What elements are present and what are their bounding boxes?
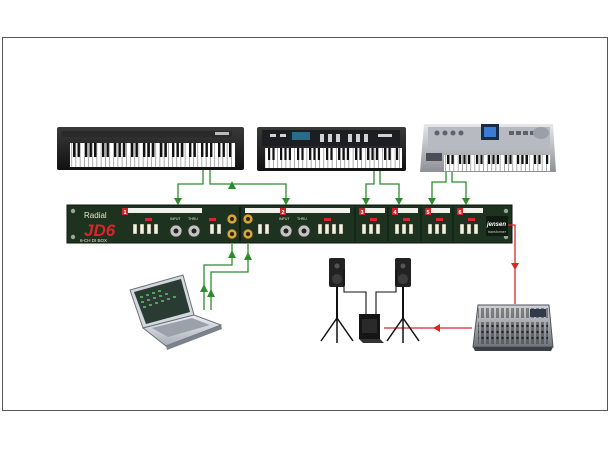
channel-6-number: 6 <box>459 210 462 216</box>
channel-1-number: 1 <box>124 210 127 216</box>
ch1-input-label: INPUT <box>170 217 181 221</box>
speaker-cables <box>343 270 397 314</box>
mixer-to-sub-wire <box>384 324 472 332</box>
di-brand-label: Radial <box>84 211 107 220</box>
keyboard-to-di-wires <box>177 170 467 204</box>
laptop-to-di-wires <box>203 244 249 310</box>
keyboard-right-icon <box>420 124 556 172</box>
di-input-jacks <box>169 213 311 240</box>
jensen-badge <box>486 216 508 236</box>
keyboard-middle-icon <box>257 127 406 171</box>
subwoofer-icon <box>359 314 384 343</box>
jensen-badge-label: jensen <box>486 222 506 228</box>
di-red-indicators <box>145 218 475 221</box>
di-to-mixer-wire <box>508 224 519 304</box>
ch2-thru-label: THRU <box>297 217 307 221</box>
mixer-icon <box>472 304 554 351</box>
di-subtitle-label: 6-CH DI BOX <box>80 238 107 243</box>
di-switches <box>132 223 479 235</box>
ch2-input-label: INPUT <box>279 217 290 221</box>
channel-2-number: 2 <box>282 210 285 216</box>
laptop-icon <box>129 274 223 350</box>
laptop-wire-arrows <box>200 250 252 297</box>
di-channel-number-badges <box>122 208 463 215</box>
speaker-right-icon <box>386 258 420 343</box>
speaker-left-icon <box>320 258 354 343</box>
di-channel-strips <box>127 208 483 213</box>
di-model-label: JD6 <box>84 221 116 240</box>
jensen-badge-sub: transformer <box>488 230 507 234</box>
keyboard-left-icon <box>57 127 244 170</box>
channel-5-number: 5 <box>427 210 430 216</box>
channel-4-number: 4 <box>394 210 398 216</box>
ch1-thru-label: THRU <box>188 217 198 221</box>
channel-3-number: 3 <box>361 210 364 216</box>
keyboard-wire-arrows <box>174 181 470 205</box>
